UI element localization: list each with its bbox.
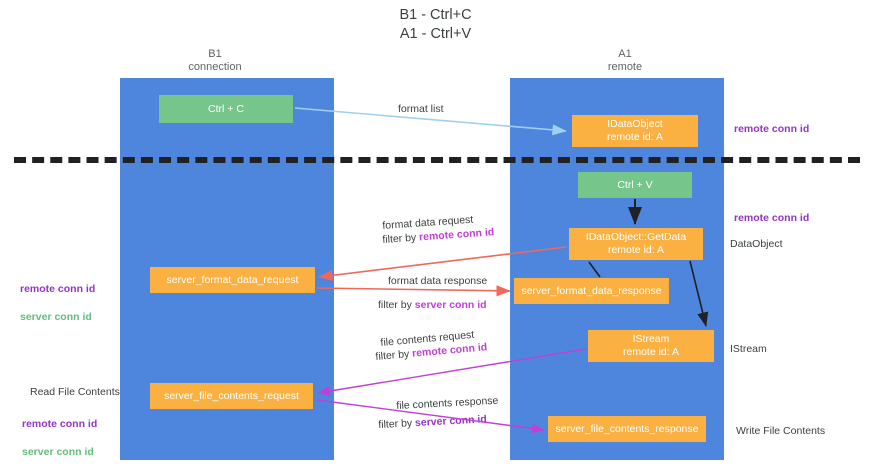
page-title: B1 - Ctrl+C A1 - Ctrl+V — [399, 7, 472, 42]
node-istream[interactable]: IStream remote id: A — [588, 330, 714, 362]
node-idataobject-getdata[interactable]: IDataObject::GetData remote id: A — [569, 228, 703, 260]
phase-divider — [14, 157, 860, 163]
annotation-write-file-contents: Write File Contents — [736, 425, 826, 437]
column-header-a1: A1 remote — [607, 48, 643, 73]
annotation-read-file-contents: Read File Contents — [30, 386, 120, 398]
column-header-b1: B1 connection — [188, 48, 242, 73]
filter-prefix: filter by — [378, 299, 415, 311]
annotation-left-conn-ids: remote conn id server conn id — [20, 268, 95, 338]
annotation-server-conn-id: server conn id — [20, 311, 92, 323]
node-server-format-data-request[interactable]: server_format_data_request — [150, 267, 315, 293]
edge-label-format-data-response: format data response — [388, 275, 488, 287]
node-server-file-contents-request[interactable]: server_file_contents_request — [150, 383, 313, 409]
edge-label-format-data-response-filter: filter by server conn id — [378, 299, 487, 312]
annotation-remote-conn-id-top: remote conn id — [734, 123, 810, 135]
annotation-remote-conn-id: remote conn id — [20, 283, 96, 295]
node-ctrl-v[interactable]: Ctrl + V — [578, 172, 692, 198]
edge-label-format-list: format list — [398, 103, 444, 115]
annotation-server-conn-id: server conn id — [22, 446, 94, 458]
annotation-remote-conn-id-mid: remote conn id — [734, 212, 810, 224]
annotation-istream: IStream — [730, 343, 767, 355]
annotation-remote-conn-id: remote conn id — [22, 418, 98, 430]
node-ctrl-c[interactable]: Ctrl + C — [159, 95, 293, 123]
filter-value-server-conn-id: server conn id — [414, 299, 487, 311]
annotation-dataobject: DataObject — [730, 238, 783, 250]
node-server-format-data-response[interactable]: server_format_data_response — [514, 278, 669, 304]
annotation-left-conn-ids-2: remote conn id server conn id — [22, 403, 97, 473]
node-server-file-contents-response[interactable]: server_file_contents_response — [548, 416, 706, 442]
node-idataobject[interactable]: IDataObject remote id: A — [572, 115, 698, 147]
